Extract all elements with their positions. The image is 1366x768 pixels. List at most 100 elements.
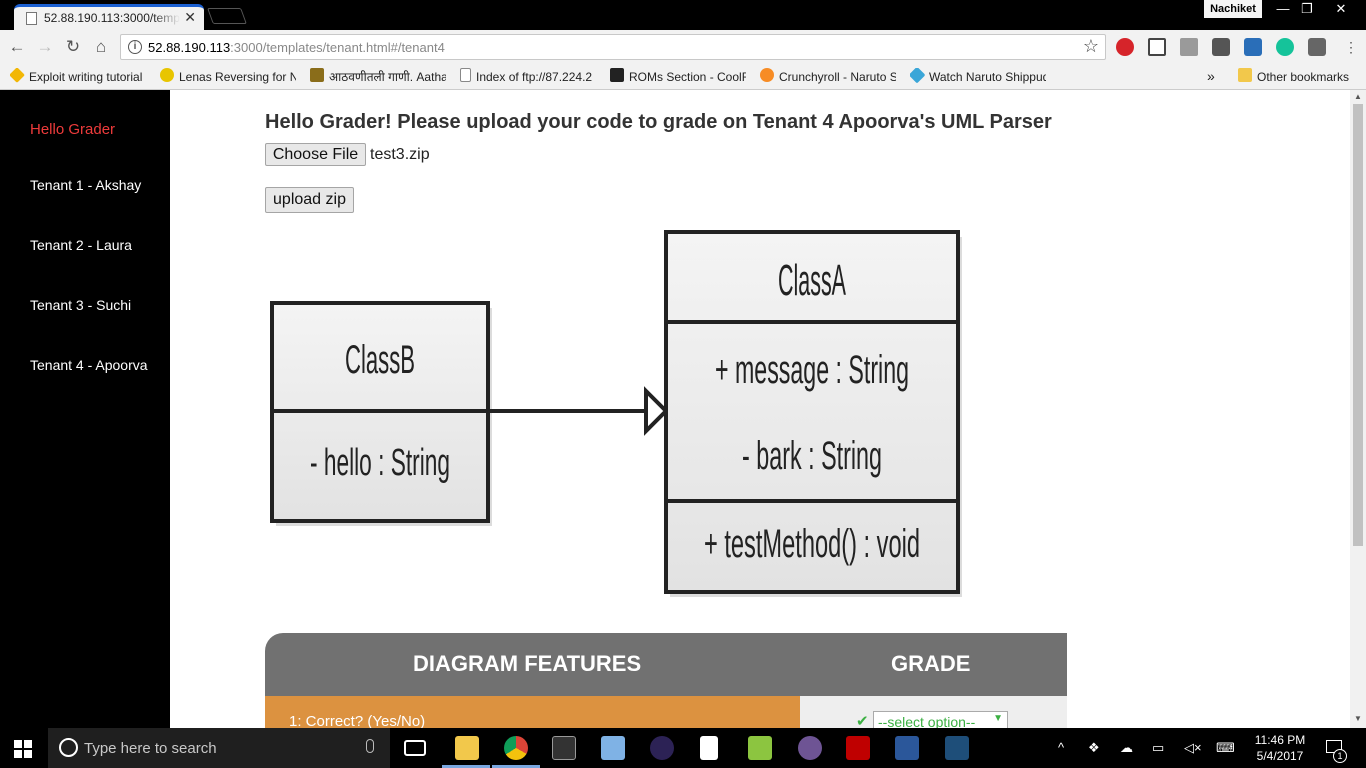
bookmarks-bar: Exploit writing tutorial Lenas Reversing… — [0, 64, 1366, 90]
dropbox-tray-icon[interactable]: ❖ — [1088, 740, 1100, 755]
notification-count-badge: 1 — [1333, 749, 1347, 763]
flower-icon — [910, 68, 926, 84]
word-icon[interactable] — [895, 736, 919, 760]
info-icon[interactable]: i — [128, 40, 142, 54]
grade-cell: ✔ --select option-- ▼ — [800, 696, 1067, 728]
home-icon[interactable]: ⌂ — [95, 37, 107, 56]
sidebar-item-tenant-1[interactable]: Tenant 1 - Akshay — [30, 177, 142, 193]
minimize-icon[interactable]: — — [1276, 1, 1290, 16]
page-title: Hello Grader! Please upload your code to… — [265, 111, 1052, 133]
page-icon — [26, 12, 37, 25]
battery-icon[interactable]: ▭ — [1152, 740, 1165, 755]
bookmark-star-icon[interactable]: ☆ — [1082, 36, 1099, 56]
onedrive-cloud-icon[interactable]: ☁ — [1120, 740, 1133, 755]
class-a-attribute: + message : String — [715, 348, 909, 392]
windows-start-icon[interactable] — [14, 740, 32, 758]
bookmark-item[interactable]: Watch Naruto Shippuden — [910, 68, 1046, 86]
sidebar-item-tenant-3[interactable]: Tenant 3 - Suchi — [30, 297, 132, 313]
file-explorer-active-indicator — [442, 765, 490, 768]
tab-title: 52.88.190.113:3000/templates/tenant.html… — [44, 11, 180, 25]
profile-button[interactable]: Nachiket — [1204, 0, 1262, 18]
task-view-icon[interactable] — [404, 740, 426, 756]
browser-titlebar: 52.88.190.113:3000/templates/tenant.html… — [0, 0, 1366, 30]
address-bar[interactable]: i 52.88.190.113:3000/templates/tenant.ht… — [120, 34, 1106, 60]
bookmark-item[interactable]: Exploit writing tutorial — [10, 68, 146, 86]
show-hidden-icons-chevron-icon[interactable]: ^ — [1058, 740, 1065, 755]
class-a-box: ClassA + message : String - bark : Strin… — [664, 230, 960, 594]
sidebar-item-tenant-4[interactable]: Tenant 4 - Apoorva — [30, 357, 148, 373]
new-tab-button[interactable] — [207, 8, 247, 24]
reload-icon[interactable]: ↻ — [65, 37, 81, 56]
taskbar-search-box[interactable]: Type here to search — [48, 728, 390, 768]
volume-muted-icon[interactable]: ◁× — [1184, 740, 1202, 755]
page-scrollbar[interactable]: ▲ ▼ — [1350, 90, 1366, 728]
grid-extension-icon[interactable] — [1180, 38, 1198, 56]
notepad-icon[interactable] — [601, 736, 625, 760]
file-explorer-icon[interactable] — [455, 736, 479, 760]
dropbox-icon[interactable] — [1148, 38, 1166, 56]
generalization-arrow — [488, 386, 669, 436]
forward-arrow-icon[interactable]: → — [36, 37, 54, 56]
vpn-extension-icon[interactable] — [1244, 38, 1262, 56]
keyboard-icon[interactable]: ⌨ — [1216, 740, 1235, 755]
check-icon: ✔ — [856, 713, 869, 728]
ublock-icon[interactable] — [1116, 38, 1134, 56]
feature-cell: 1: Correct? (Yes/No) — [265, 696, 800, 728]
grading-table: DIAGRAM FEATURES GRADE 1: Correct? (Yes/… — [265, 633, 1067, 728]
close-tab-icon[interactable]: ✕ — [184, 9, 196, 25]
cortana-icon — [59, 738, 78, 757]
menu-icon[interactable]: ⋮ — [1344, 39, 1358, 55]
grammarly-icon[interactable] — [1276, 38, 1294, 56]
page-icon — [460, 68, 471, 82]
column-header-features: DIAGRAM FEATURES — [413, 651, 642, 676]
back-arrow-icon[interactable]: ← — [8, 37, 26, 56]
scroll-down-arrow-icon[interactable]: ▼ — [1354, 714, 1362, 723]
notepad-plus-icon[interactable] — [748, 736, 772, 760]
url-text: 52.88.190.113:3000/templates/tenant.html… — [148, 40, 445, 55]
terminal-icon[interactable] — [552, 736, 576, 760]
chrome-icon[interactable] — [504, 736, 528, 760]
bookmark-item[interactable]: Lenas Reversing for Newbies — [160, 68, 296, 86]
eclipse-icon[interactable] — [650, 736, 674, 760]
github-icon[interactable] — [798, 736, 822, 760]
dropdown-arrow-icon: ▼ — [993, 713, 1003, 724]
chat-extension-icon[interactable] — [1308, 38, 1326, 56]
sidebar-greeting: Hello Grader — [30, 121, 116, 138]
close-window-icon[interactable]: ✕ — [1335, 1, 1347, 16]
filezilla-icon[interactable] — [846, 736, 870, 760]
bookmark-item[interactable]: Crunchyroll - Naruto Shippuden — [760, 68, 896, 86]
crunchyroll-icon — [760, 68, 774, 82]
folder-icon — [1238, 68, 1252, 82]
document-icon[interactable] — [700, 736, 718, 760]
taskbar-clock[interactable]: 11:46 PM 5/4/2017 — [1250, 732, 1310, 764]
bookmark-item[interactable]: ROMs Section - CoolROM — [610, 68, 746, 86]
other-bookmarks[interactable]: Other bookmarks — [1238, 68, 1362, 86]
diamond-icon — [10, 68, 25, 83]
class-b-box: ClassB - hello : String — [270, 301, 490, 523]
windows-taskbar: Type here to search ^ ❖ ☁ ▭ ◁× ⌨ 11:46 P… — [0, 728, 1366, 768]
upload-zip-button[interactable]: upload zip — [265, 187, 354, 213]
clock-date: 5/4/2017 — [1256, 749, 1304, 763]
choose-file-button[interactable]: Choose File — [265, 143, 366, 166]
class-a-attribute: - bark : String — [742, 434, 882, 478]
restore-icon[interactable]: ❐ — [1301, 1, 1313, 16]
smiley-icon — [160, 68, 174, 82]
selected-file-name: test3.zip — [370, 146, 430, 163]
bookmark-item[interactable]: आठवणीतली गाणी. Aathavanitli — [310, 68, 446, 86]
class-a-name: ClassA — [778, 256, 846, 305]
scrollbar-thumb[interactable] — [1353, 104, 1363, 546]
scroll-up-arrow-icon[interactable]: ▲ — [1354, 92, 1362, 101]
browser-tab-active[interactable]: 52.88.190.113:3000/templates/tenant.html… — [14, 4, 204, 30]
more-bookmarks-chevron-icon[interactable]: » — [1207, 68, 1215, 84]
visual-studio-icon[interactable] — [945, 736, 969, 760]
sidebar-item-tenant-2[interactable]: Tenant 2 - Laura — [30, 237, 132, 253]
main-content: Hello Grader! Please upload your code to… — [170, 90, 1350, 728]
rom-icon — [610, 68, 624, 82]
grade-select[interactable]: --select option-- ▼ — [873, 711, 1008, 728]
location-extension-icon[interactable] — [1212, 38, 1230, 56]
url-path: :3000/templates/tenant.html#/tenant4 — [230, 40, 445, 55]
bookmark-item[interactable]: Index of ftp://87.224.2 — [460, 68, 596, 86]
microphone-icon[interactable] — [366, 739, 374, 753]
clock-time: 11:46 PM — [1254, 733, 1306, 747]
chrome-active-indicator — [492, 765, 540, 768]
